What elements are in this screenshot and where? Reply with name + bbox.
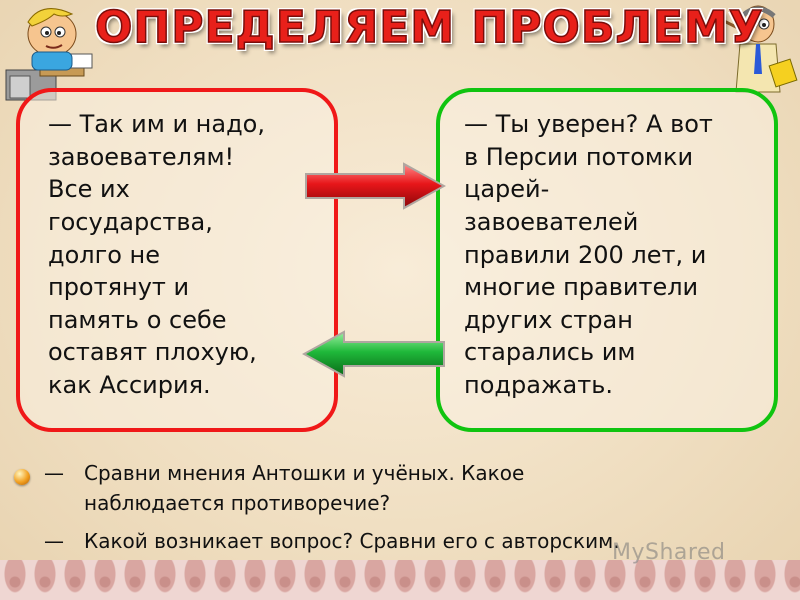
- text-line: в Персии потомки: [464, 142, 694, 171]
- text-line: других стран: [464, 305, 633, 334]
- ornament-border: [0, 560, 800, 600]
- text-line: подражать.: [464, 371, 613, 399]
- text-line: завоевателей: [464, 207, 639, 236]
- text-line: протянут и: [48, 273, 190, 302]
- teacher-character-icon: [721, 5, 798, 93]
- dash: —: [44, 529, 64, 553]
- watermark: MyShared: [612, 540, 726, 565]
- text-line: государства,: [48, 207, 213, 236]
- arrow-left-icon: [302, 330, 445, 378]
- text-line: память о себе: [48, 305, 227, 334]
- arrow-right-icon: [305, 162, 446, 210]
- text-line: завоевателям!: [48, 142, 235, 171]
- slide-title: ОПРЕДЕЛЯЕМ ПРОБЛЕМУ: [94, 1, 764, 54]
- question-1-line-2: наблюдается противоречие?: [84, 491, 391, 515]
- student-character-icon: [5, 8, 93, 101]
- text-line: Все их: [48, 175, 130, 204]
- text-line: правили 200 лет, и: [464, 240, 707, 269]
- dash: —: [44, 461, 64, 485]
- question-2-text: Какой возникает вопрос? Сравни его с авт…: [84, 529, 620, 553]
- text-line: старались им: [464, 338, 636, 367]
- text-line: как Ассирия.: [48, 371, 211, 399]
- antoshka-opinion-text: — Так им и надо, завоевателям! Все их го…: [48, 108, 318, 402]
- text-line: царей-: [464, 175, 550, 204]
- antoshka-opinion-box: — Так им и надо, завоевателям! Все их го…: [16, 88, 338, 432]
- text-line: — Так им и надо,: [48, 110, 265, 138]
- scientists-opinion-text: — Ты уверен? А вот в Персии потомки царе…: [464, 108, 764, 402]
- scientists-opinion-box: — Ты уверен? А вот в Персии потомки царе…: [436, 88, 778, 432]
- text-line: — Ты уверен? А вот: [464, 110, 713, 138]
- bullet-orb-icon: [14, 469, 30, 485]
- text-line: долго не: [48, 240, 160, 269]
- question-2: — Какой возникает вопрос? Сравни его с а…: [44, 526, 784, 556]
- text-line: многие правители: [464, 273, 699, 302]
- question-1-line-1: Сравни мнения Антошки и учёных. Какое: [84, 461, 525, 485]
- question-1: — Сравни мнения Антошки и учёных. Какое …: [44, 458, 764, 518]
- text-line: оставят плохую,: [48, 338, 257, 367]
